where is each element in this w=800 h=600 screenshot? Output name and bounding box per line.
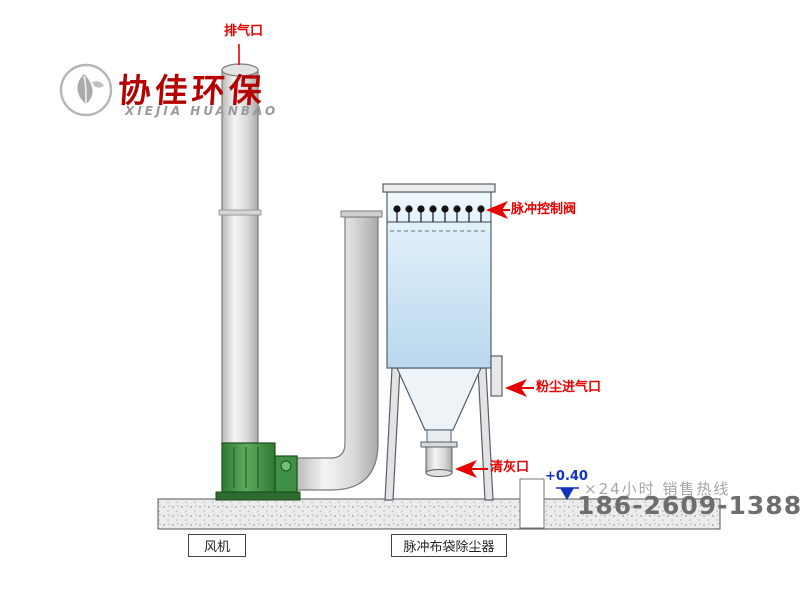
collector-leg-left: [384, 367, 401, 501]
hopper-neck: [426, 429, 452, 443]
duct-flange: [340, 210, 383, 218]
elevation-reference-box: [519, 478, 545, 529]
elevation-value: +0.40: [545, 469, 588, 484]
collector-body: [386, 191, 492, 369]
chimney-top-opening: [221, 63, 259, 77]
fan-caption: 风机: [188, 534, 246, 557]
phone-number: 186-2609-1388: [577, 491, 800, 520]
pulse-valve-label: 脉冲控制阀: [511, 202, 577, 217]
dust-inlet-label: 粉尘进气口: [536, 380, 602, 395]
ash-bin: [425, 446, 453, 474]
ash-port-label: 清灰口: [490, 460, 530, 475]
discharge-flange: [420, 441, 458, 448]
collector-caption: 脉冲布袋除尘器: [391, 534, 507, 557]
fan-motor-hub: [280, 460, 292, 472]
exhaust-port-label: 排气口: [224, 24, 264, 39]
chimney-stack: [218, 63, 262, 446]
elbow-duct: [295, 216, 379, 491]
elevation-symbol: [556, 487, 579, 500]
collector-top-cover: [382, 183, 496, 193]
fan-base: [215, 491, 301, 501]
pulse-valves: [393, 205, 485, 222]
fan-motor: [274, 455, 298, 493]
chimney-flange: [218, 209, 262, 216]
dust-collector: [382, 183, 503, 501]
logo-company-name-en: XIEJIA HUANBAO: [125, 104, 279, 118]
fan-assembly: [215, 442, 301, 501]
foundation: [157, 498, 721, 530]
logo-leaf-icon: [59, 63, 113, 117]
hotline-text: ×24小时 销售热线: [584, 480, 731, 498]
fan-housing: [221, 442, 276, 493]
hopper: [396, 367, 482, 431]
dust-inlet-stub: [490, 355, 503, 397]
